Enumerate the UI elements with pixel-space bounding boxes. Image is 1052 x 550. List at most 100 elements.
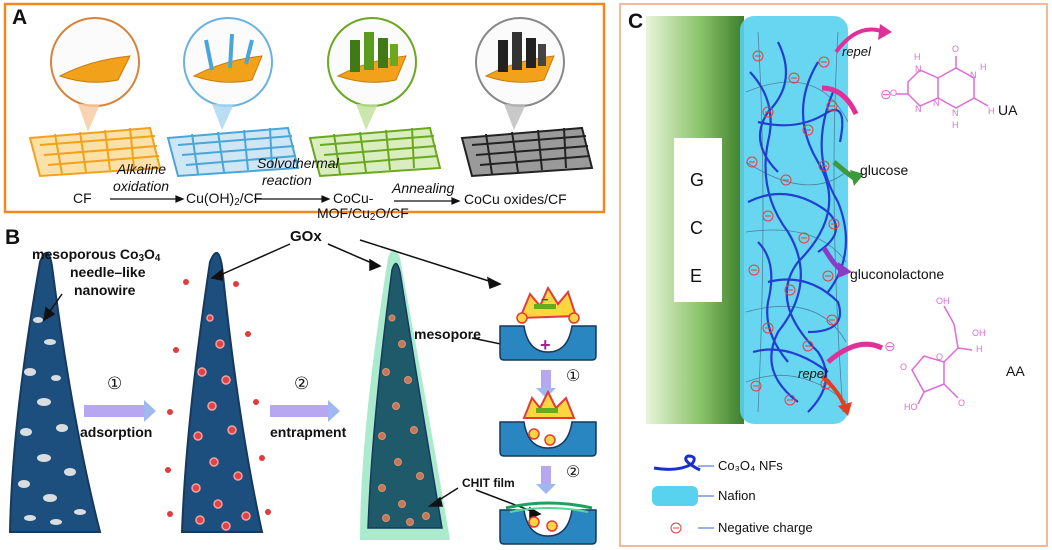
panel-c: C G C E repel UA glucose gluconolactone … <box>618 2 1049 548</box>
step-oxidation: oxidation <box>113 178 170 194</box>
panel-c-graphics <box>619 3 1048 547</box>
panel-a-letter: A <box>12 6 28 29</box>
step1-number: ① <box>107 374 123 393</box>
aa-atom-ho: HO <box>904 402 918 412</box>
panel-b-letter: B <box>5 226 21 249</box>
needle-nanowire-2 <box>165 252 271 533</box>
nanowire-title-sub1: 3 <box>138 253 145 264</box>
stage-cuoh-a: Cu(OH) <box>186 190 235 206</box>
panel-b-graphics <box>8 239 597 545</box>
stage-oxides: CoCu oxides/CF <box>464 191 567 207</box>
nanowire-title-line1: mesoporous Co3O4 <box>32 246 160 264</box>
gce-letter-c: C <box>690 218 703 238</box>
gox-arrows <box>210 239 502 290</box>
oxide-bubble <box>475 17 565 130</box>
stage-mof-a: MOF/Cu <box>317 205 370 221</box>
panel-a-graphics <box>3 2 606 214</box>
nanofibre-thin-lines <box>745 31 849 413</box>
stage-mof-label: MOF/Cu2O/CF <box>317 205 409 223</box>
ua-atom-o1: O <box>890 88 898 98</box>
step2-number: ② <box>294 374 310 393</box>
repel-arrow-top <box>821 24 892 116</box>
mesopore-step2-number: ② <box>566 464 581 481</box>
ua-atom-n4: N <box>952 108 959 118</box>
repel-label-bottom: repel <box>798 366 827 381</box>
negative-charge-bars <box>749 55 837 401</box>
mesopore-stage-2 <box>499 389 597 457</box>
cuoh-mesh <box>166 126 300 178</box>
mesopore-step1-number: ① <box>566 368 581 385</box>
process-arrows <box>110 195 461 205</box>
ua-atom-o2: O <box>952 44 960 54</box>
nanowire-title-line3: nanowire <box>74 282 136 298</box>
aa-label: AA <box>1006 363 1025 379</box>
mof-mesh <box>308 126 442 178</box>
stage-cocu-line1: CoCu- <box>333 190 374 206</box>
repel-arrow-bottom <box>820 341 884 416</box>
nanowire-title-b: O <box>144 246 155 262</box>
oxide-mesh <box>460 126 594 178</box>
panel-a: A CF Cu(OH)2/CF CoCu- MOF/Cu2O/CF CoCu o… <box>0 0 610 223</box>
negative-charges <box>746 50 840 406</box>
chit-film-label: CHIT film <box>462 476 515 490</box>
legend-negative-label: Negative charge <box>718 520 813 535</box>
aa-atom-o1: O <box>900 362 908 372</box>
ua-atom-n3: N <box>970 70 977 80</box>
stage-cuoh-sub: 2 <box>234 197 240 208</box>
mesopore-arrow-1 <box>536 370 556 398</box>
pore-plus-sign: + <box>540 335 551 355</box>
step-reaction: reaction <box>262 172 312 188</box>
gox-label: GOx <box>290 228 322 245</box>
gce-letter-g: G <box>690 170 705 190</box>
aa-atom-o3: O <box>958 398 966 408</box>
aa-atom-oh2: OH <box>972 328 986 338</box>
legend-nfs-label: Co₃O₄ NFs <box>718 458 783 473</box>
ua-label: UA <box>998 102 1018 118</box>
step2-label: entrapment <box>270 424 347 440</box>
ua-atom-n2: N <box>915 104 922 114</box>
step1-label: adsorption <box>80 424 153 440</box>
mesopore-stage-3 <box>499 501 597 545</box>
ua-atom-h1: H <box>914 52 921 62</box>
repel-label-top: repel <box>842 44 871 59</box>
gluconolactone-label: gluconolactone <box>850 266 945 282</box>
aa-atom-h: H <box>976 344 983 354</box>
ua-atom-h2: H <box>988 106 995 116</box>
nanowire-title-a: mesoporous Co <box>32 246 139 262</box>
stage-cuoh-b: /CF <box>239 190 263 206</box>
ua-atom-n5: N <box>933 98 940 108</box>
arrow-entrapment <box>270 405 328 417</box>
stage-cf: CF <box>73 190 92 206</box>
gluconolactone-arrow <box>821 246 852 278</box>
aa-atom-oh1: OH <box>936 296 950 306</box>
ua-atom-n1: N <box>915 64 922 74</box>
stage-mof-sub: 2 <box>369 212 376 223</box>
mesopore-arrow-2 <box>536 466 556 494</box>
stage-cuoh-label: Cu(OH)2/CF <box>186 190 262 208</box>
mesopore-label: mesopore <box>414 326 481 342</box>
ua-negative-charge: ⊖ <box>880 86 892 102</box>
ua-atom-h4: H <box>952 120 959 130</box>
cf-bubble <box>50 17 140 132</box>
step-annealing: Annealing <box>392 180 455 196</box>
ua-atom-h3: H <box>980 62 987 72</box>
glucose-label: glucose <box>860 162 909 178</box>
gce-letter-e: E <box>690 266 703 286</box>
uric-acid-molecule <box>896 56 989 109</box>
needle-nanowire-3 <box>360 249 450 540</box>
arrow-adsorption <box>84 405 144 417</box>
aa-atom-o2: O <box>936 352 944 362</box>
nanowire-title-sub2: 4 <box>154 253 161 264</box>
cf-mesh <box>28 126 162 178</box>
panel-c-letter: C <box>628 10 644 33</box>
gox-minus-sign: − <box>541 292 549 307</box>
cuoh-bubble <box>183 17 273 130</box>
mof-bubble <box>327 17 417 130</box>
step-solvothermal: Solvothermal <box>257 155 339 171</box>
mesopore-stage-1 <box>499 285 597 361</box>
panel-b: B mesoporous Co3O4 needle–like nanowire … <box>0 222 612 550</box>
nanowire-title-line2: needle–like <box>70 264 146 280</box>
gce-label-box <box>674 138 722 302</box>
legend-nafion-label: Nafion <box>718 488 756 503</box>
ascorbic-acid-molecule <box>911 305 973 405</box>
